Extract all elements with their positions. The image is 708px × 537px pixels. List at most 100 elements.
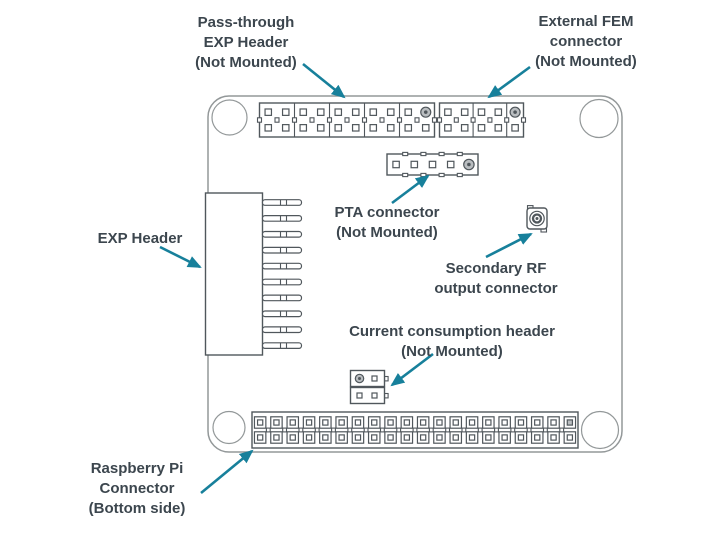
- pin-inner: [322, 434, 329, 441]
- header-tab: [396, 117, 403, 123]
- header-notch: [456, 172, 463, 178]
- pin: [316, 124, 325, 132]
- arrow-raspberry-pi: [200, 449, 254, 495]
- pin: [386, 108, 395, 116]
- pin: [281, 124, 290, 132]
- header-tab: [282, 427, 288, 433]
- header-tab: [326, 117, 333, 123]
- pin: [494, 108, 503, 116]
- pin: [404, 124, 413, 132]
- exp-pin: [261, 262, 303, 270]
- pin: [356, 392, 363, 399]
- pin-circle-dot: [467, 162, 471, 167]
- arrow-secondary-rf: [485, 232, 533, 259]
- header-tab: [298, 427, 304, 433]
- pin-inner: [566, 419, 574, 426]
- pin-inner: [452, 434, 459, 441]
- header-notch: [420, 151, 427, 157]
- pin: [371, 392, 378, 399]
- header-tab: [431, 117, 438, 123]
- header-notch: [438, 151, 445, 157]
- header-tab: [363, 427, 369, 433]
- header-tab: [453, 117, 459, 123]
- pin: [351, 124, 360, 132]
- header-notch: [456, 151, 463, 157]
- pin-inner: [501, 419, 508, 426]
- pin: [421, 124, 430, 132]
- header-tab: [559, 427, 565, 433]
- pin-inner: [566, 434, 574, 441]
- pin-inner: [305, 434, 313, 441]
- pin: [477, 124, 486, 132]
- pin: [264, 124, 273, 132]
- pin-inner: [517, 434, 525, 441]
- mounting-hole-bottom-left: [212, 410, 246, 445]
- pin: [334, 108, 343, 116]
- pin-inner: [273, 434, 280, 441]
- header-tab: [445, 427, 451, 433]
- pin-inner: [289, 419, 296, 426]
- header-tab: [428, 427, 434, 433]
- pin: [392, 160, 400, 169]
- exp-pin: [261, 230, 303, 238]
- pin-inner: [305, 419, 313, 426]
- pin: [299, 124, 308, 132]
- pin: [410, 160, 419, 169]
- header-tab: [256, 117, 263, 123]
- header-tab: [520, 117, 527, 123]
- pin-inner: [436, 419, 443, 426]
- pin: [281, 108, 290, 116]
- pin-inner: [354, 419, 362, 426]
- pin-inner: [338, 434, 345, 441]
- pin: [477, 108, 486, 116]
- header-tab: [309, 117, 315, 123]
- header-tab: [494, 427, 499, 433]
- header-body: [438, 102, 525, 138]
- header-notch: [402, 172, 409, 178]
- rf-inner-ring: [531, 213, 543, 224]
- pass-through-exp-header-connector: [256, 102, 438, 138]
- rf-center-pin: [535, 217, 539, 220]
- label-secondary-rf-connector: Secondary RF output connector: [434, 260, 558, 297]
- pin-inner: [468, 419, 476, 426]
- raspberry-pi-connector: [251, 411, 579, 449]
- current-consumption-header-connector: [349, 369, 389, 405]
- header-tab: [379, 427, 385, 433]
- header-tab: [412, 427, 418, 433]
- header-tab: [291, 117, 298, 123]
- pin-inner: [419, 419, 427, 426]
- pin-inner: [501, 434, 508, 441]
- exp-header-connector: [204, 192, 303, 356]
- header-tab: [504, 117, 510, 123]
- pin: [494, 124, 503, 132]
- pin-inner: [517, 419, 525, 426]
- pin: [460, 108, 469, 116]
- pin-inner: [371, 419, 378, 426]
- pin: [428, 160, 437, 169]
- header-notch: [402, 151, 409, 157]
- exp-pin: [261, 326, 303, 334]
- pin-inner: [354, 434, 362, 441]
- pin-circle-dot: [423, 110, 428, 114]
- pin-inner: [403, 419, 411, 426]
- pin: [369, 124, 378, 132]
- exp-pin: [261, 246, 303, 254]
- pin-inner: [289, 434, 296, 441]
- header-tab: [347, 427, 353, 433]
- pin: [444, 124, 452, 132]
- header-body: [349, 386, 386, 405]
- header-notch: [420, 172, 427, 178]
- pin-inner: [371, 434, 378, 441]
- exp-pin: [261, 215, 303, 222]
- arrow-pass-through: [302, 62, 346, 99]
- header-tab: [314, 427, 320, 433]
- pin-inner: [534, 419, 541, 426]
- header-tab: [274, 117, 280, 123]
- header-tab: [470, 117, 476, 123]
- label-external-fem-connector: External FEM connector (Not Mounted): [535, 13, 637, 70]
- pin-inner: [419, 434, 427, 441]
- label-pass-through-exp-header: Pass-through EXP Header (Not Mounted): [195, 14, 297, 71]
- header-tab: [379, 117, 385, 123]
- pin: [404, 108, 413, 116]
